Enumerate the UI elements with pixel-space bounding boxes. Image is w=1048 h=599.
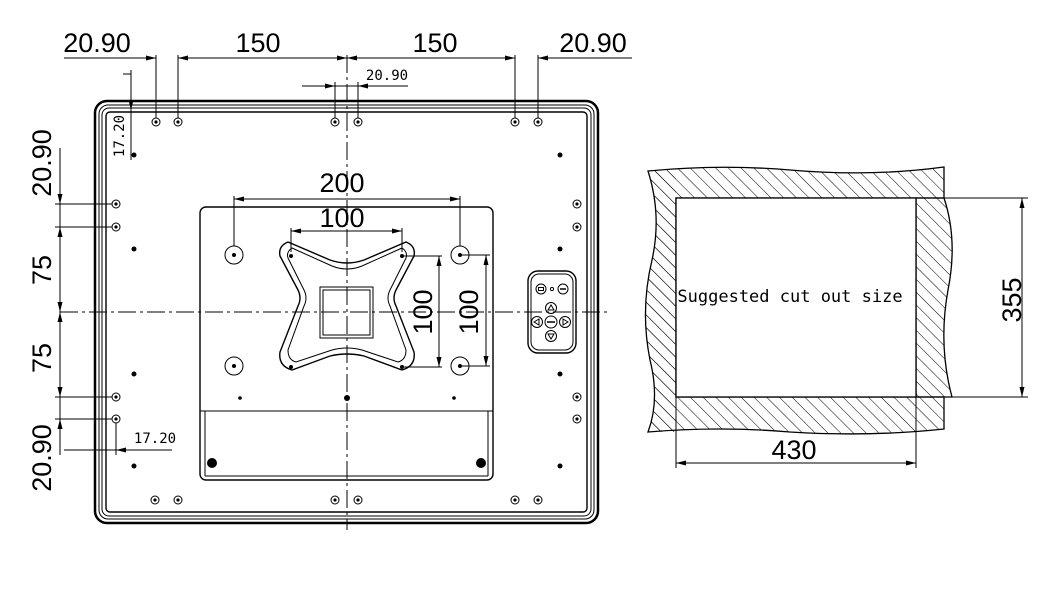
dim-side-lower-span: 75 [27,343,57,373]
cutout-view: Suggested cut out size 355 430 [644,166,1028,468]
cutout-opening [675,197,917,398]
top-dimensions: 20.90 150 150 20.90 20.90 [63,28,632,118]
dim-side-top-edge: 20.90 [27,129,57,197]
dim-vesa-inner-height: 100 [408,289,438,334]
bracket-window-inner [322,289,371,336]
dim-side-upper-span: 75 [27,255,57,285]
vesa-bracket-inner [287,247,407,363]
up-key-icon [545,302,557,314]
monitor-back-view [60,55,610,530]
foot-right [476,458,486,468]
right-mount-holes [557,152,582,469]
bracket-window-outer [319,286,374,339]
bottom-mount-holes [150,495,543,505]
dim-corner-bottom: 17.20 [134,431,176,447]
left-mount-holes [111,152,137,469]
cutout-label: Suggested cut out size [677,287,902,307]
wall-hatch-right [915,197,953,398]
dim-vesa-inner-width: 100 [319,203,364,233]
dim-side-bottom-edge: 20.90 [27,424,57,492]
foot-left [207,458,217,468]
menu-key-icon [535,283,547,295]
vesa-dimensions: 200 100 100 100 [233,168,490,368]
dim-vesa-outer-width: 200 [319,168,364,198]
mount-plate [199,206,494,481]
ok-key-icon [544,315,558,329]
left-key-icon [531,316,543,328]
wall-hatch-left [645,170,676,432]
dim-cutout-height: 355 [997,277,1027,322]
dim-top-right-span: 150 [412,28,457,58]
vesa-bracket [278,241,416,371]
led-icon [549,286,555,292]
dim-top-right-edge: 20.90 [559,28,627,58]
down-key-icon [545,330,557,342]
plate-screw [344,395,350,401]
dim-cutout-width: 430 [771,435,816,465]
keypad-housing [527,270,577,354]
dim-top-left-span: 150 [235,28,280,58]
side-dimensions: 20.90 75 75 20.90 17.20 17.20 [27,70,176,492]
dim-corner-top: 17.20 [112,115,128,157]
dim-center-offset: 20.90 [366,68,408,84]
dim-top-left-edge: 20.90 [63,28,131,58]
right-key-icon [559,316,571,328]
power-key-icon [557,283,569,295]
vesa-inner-holes [289,254,404,369]
dim-vesa-outer-height: 100 [454,289,484,334]
control-keypad [527,270,577,354]
